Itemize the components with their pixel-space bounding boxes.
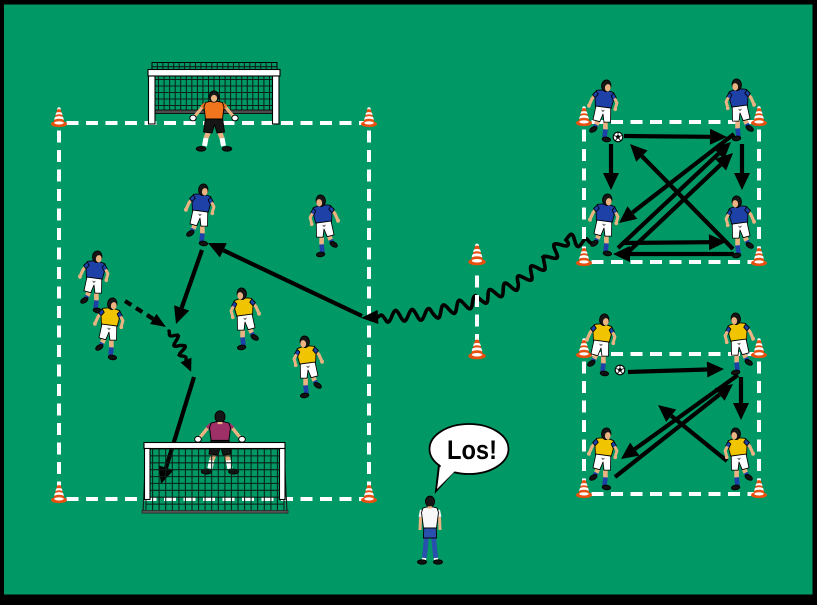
svg-text:Los!: Los! [447, 435, 497, 465]
